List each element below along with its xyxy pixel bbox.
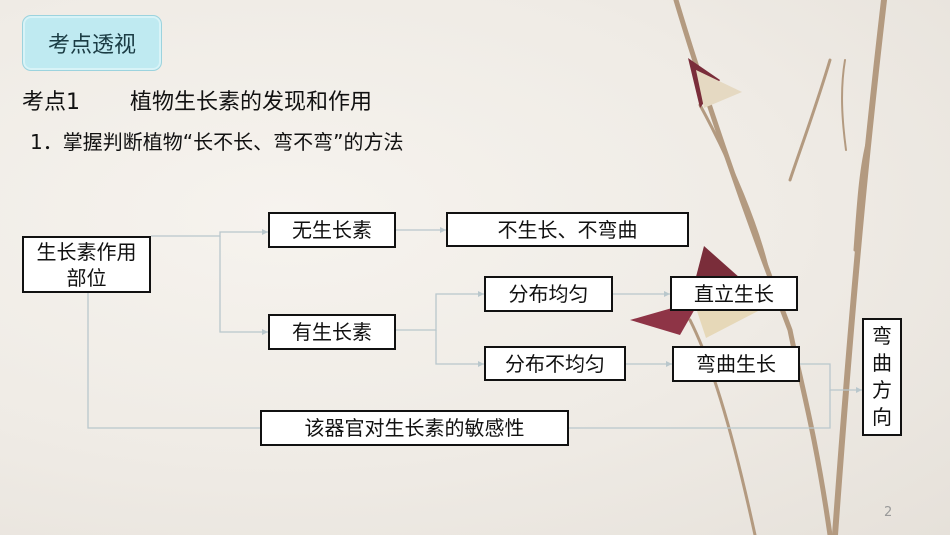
straight-growth-box: 直立生长 [670,276,798,311]
root-box: 生长素作用部位 [22,236,151,293]
has-auxin-box: 有生长素 [268,314,396,350]
bend-direction-box: 弯曲方向 [862,318,902,436]
sensitivity-box: 该器官对生长素的敏感性 [260,410,569,446]
heading-text: 植物生长素的发现和作用 [130,90,373,115]
page-number: 2 [884,505,893,520]
uneven-distribution-box: 分布不均匀 [484,346,626,381]
moth-icon [688,58,742,108]
page-title: 考点1 植物生长素的发现和作用 [22,84,372,116]
subheading: 1．掌握判断植物“长不长、弯不弯”的方法 [30,130,404,154]
bend-growth-box: 弯曲生长 [672,346,800,382]
no-auxin-box: 无生长素 [268,212,396,248]
section-tag: 考点透视 [22,15,162,71]
no-growth-box: 不生长、不弯曲 [446,212,689,247]
even-distribution-box: 分布均匀 [484,276,613,312]
heading-number: 考点1 [22,90,80,115]
